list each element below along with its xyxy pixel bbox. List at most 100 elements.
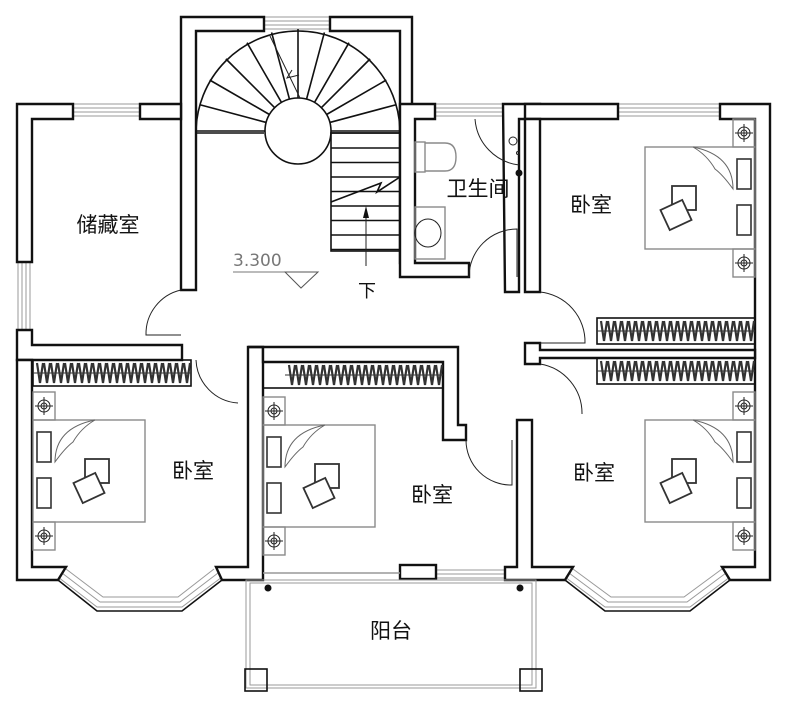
hanger-icon bbox=[725, 320, 735, 342]
hanger-icon bbox=[119, 362, 129, 384]
hanger-icon bbox=[683, 360, 693, 382]
hanger-icon bbox=[669, 320, 679, 342]
balcony bbox=[244, 572, 543, 692]
hanger-icon bbox=[378, 364, 388, 386]
room-label-bedroom-ne: 卧室 bbox=[570, 193, 612, 217]
hanger-icon bbox=[655, 360, 665, 382]
wardrobe-ne bbox=[596, 317, 756, 345]
door-bedroom-ne bbox=[539, 291, 586, 344]
wardrobe-sw bbox=[32, 359, 192, 387]
pillow-icon bbox=[266, 482, 282, 514]
hanger-icon bbox=[322, 364, 332, 386]
hanger-icon bbox=[683, 320, 693, 342]
elevation-marker: 3.300 bbox=[233, 251, 320, 289]
stair-down-label: 下 bbox=[358, 281, 376, 302]
hanger-icon bbox=[613, 360, 623, 382]
bay-window-se bbox=[564, 568, 731, 608]
hanger-icon bbox=[413, 364, 423, 386]
hanger-icon bbox=[641, 320, 651, 342]
room-label-bathroom: 卫生间 bbox=[447, 177, 510, 201]
cushion-icon bbox=[302, 476, 336, 510]
hanger-icon bbox=[627, 360, 637, 382]
blanket-fold bbox=[284, 424, 326, 469]
hanger-icon bbox=[599, 360, 609, 382]
hanger-icon bbox=[371, 364, 381, 386]
hanger-icon bbox=[70, 362, 80, 384]
blanket-fold bbox=[692, 419, 734, 464]
hanger-icon bbox=[77, 362, 87, 384]
bed-frame bbox=[262, 424, 376, 528]
wardrobes bbox=[32, 317, 756, 389]
hanger-icon bbox=[746, 360, 756, 382]
hanger-icon bbox=[357, 364, 367, 386]
hanger-icon bbox=[676, 320, 686, 342]
bed-frame bbox=[32, 419, 146, 523]
door-bathroom bbox=[468, 228, 518, 278]
window-bedroom-ne-top bbox=[618, 103, 720, 117]
bed-frame bbox=[644, 419, 756, 523]
hanger-icon bbox=[84, 362, 94, 384]
pillow-icon bbox=[736, 477, 752, 509]
hanger-icon bbox=[690, 360, 700, 382]
hanger-icon bbox=[434, 364, 444, 386]
hanger-icon bbox=[634, 320, 644, 342]
room-label-bedroom-se: 卧室 bbox=[573, 461, 615, 485]
hanger-icon bbox=[140, 362, 150, 384]
room-label-balcony: 阳台 bbox=[370, 619, 412, 643]
stair-tread bbox=[305, 32, 326, 100]
toilet-icon bbox=[414, 141, 457, 173]
stair-tread bbox=[246, 42, 283, 103]
hanger-icon bbox=[634, 360, 644, 382]
hanger-icon bbox=[620, 320, 630, 342]
pillow-icon bbox=[736, 158, 752, 190]
hanger-icon bbox=[364, 364, 374, 386]
stair-tread bbox=[225, 58, 276, 109]
beds bbox=[32, 118, 756, 556]
hanger-icon bbox=[613, 320, 623, 342]
pillow-icon bbox=[266, 436, 282, 468]
hanger-icon bbox=[343, 364, 353, 386]
hanger-icon bbox=[732, 320, 742, 342]
hanger-icon bbox=[427, 364, 437, 386]
hanger-icon bbox=[697, 360, 707, 382]
hanger-icon bbox=[641, 360, 651, 382]
hanger-icon bbox=[711, 360, 721, 382]
hanger-icon bbox=[287, 364, 297, 386]
windows bbox=[17, 16, 731, 612]
shower-icon bbox=[508, 136, 523, 177]
bed-ne bbox=[644, 118, 756, 278]
window-bathroom-top bbox=[435, 103, 503, 117]
window-balcony-door bbox=[436, 569, 505, 579]
hanger-icon bbox=[350, 364, 360, 386]
bay-window-sw bbox=[57, 568, 223, 608]
hanger-icon bbox=[711, 320, 721, 342]
hanger-icon bbox=[42, 362, 52, 384]
hanger-icon bbox=[648, 320, 658, 342]
hanger-icon bbox=[718, 360, 728, 382]
pillow-icon bbox=[736, 204, 752, 236]
hanger-icon bbox=[147, 362, 157, 384]
hanger-icon bbox=[704, 320, 714, 342]
window-storage-top bbox=[73, 103, 140, 117]
hanger-icon bbox=[336, 364, 346, 386]
hanger-icon bbox=[420, 364, 430, 386]
hanger-icon bbox=[105, 362, 115, 384]
elevation-text: 3.300 bbox=[233, 251, 282, 271]
blanket-fold bbox=[54, 419, 96, 464]
hanger-icon bbox=[49, 362, 59, 384]
cushion-icon bbox=[72, 471, 106, 505]
hanger-icon bbox=[294, 364, 304, 386]
hanger-icon bbox=[662, 360, 672, 382]
hanger-icon bbox=[399, 364, 409, 386]
hanger-icon bbox=[676, 360, 686, 382]
hanger-icon bbox=[655, 320, 665, 342]
wardrobe-se bbox=[596, 357, 756, 385]
doors bbox=[145, 118, 586, 486]
room-label-bedroom-sw: 卧室 bbox=[172, 459, 214, 483]
door-storage bbox=[145, 289, 182, 336]
hanger-icon bbox=[98, 362, 108, 384]
hanger-icon bbox=[35, 362, 45, 384]
hanger-icon bbox=[662, 320, 672, 342]
hanger-icon bbox=[739, 360, 749, 382]
